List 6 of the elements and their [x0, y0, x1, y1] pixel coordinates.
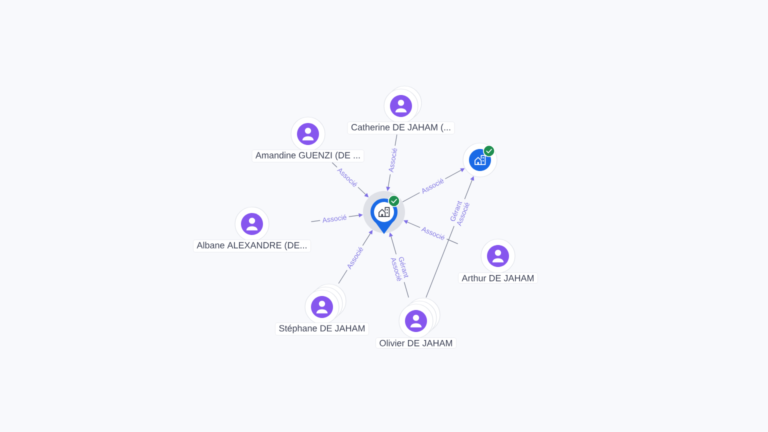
name-label: Amandine GUENZI (DE ... — [252, 150, 364, 162]
name-label: Arthur DE JAHAM — [458, 272, 538, 284]
name-label: Stéphane DE JAHAM — [275, 322, 369, 336]
name-label: Catherine DE JAHAM (... — [347, 122, 455, 134]
name-label: Albane ALEXANDRE (DE... — [193, 240, 311, 252]
name-label: Olivier DE JAHAM — [376, 338, 456, 348]
